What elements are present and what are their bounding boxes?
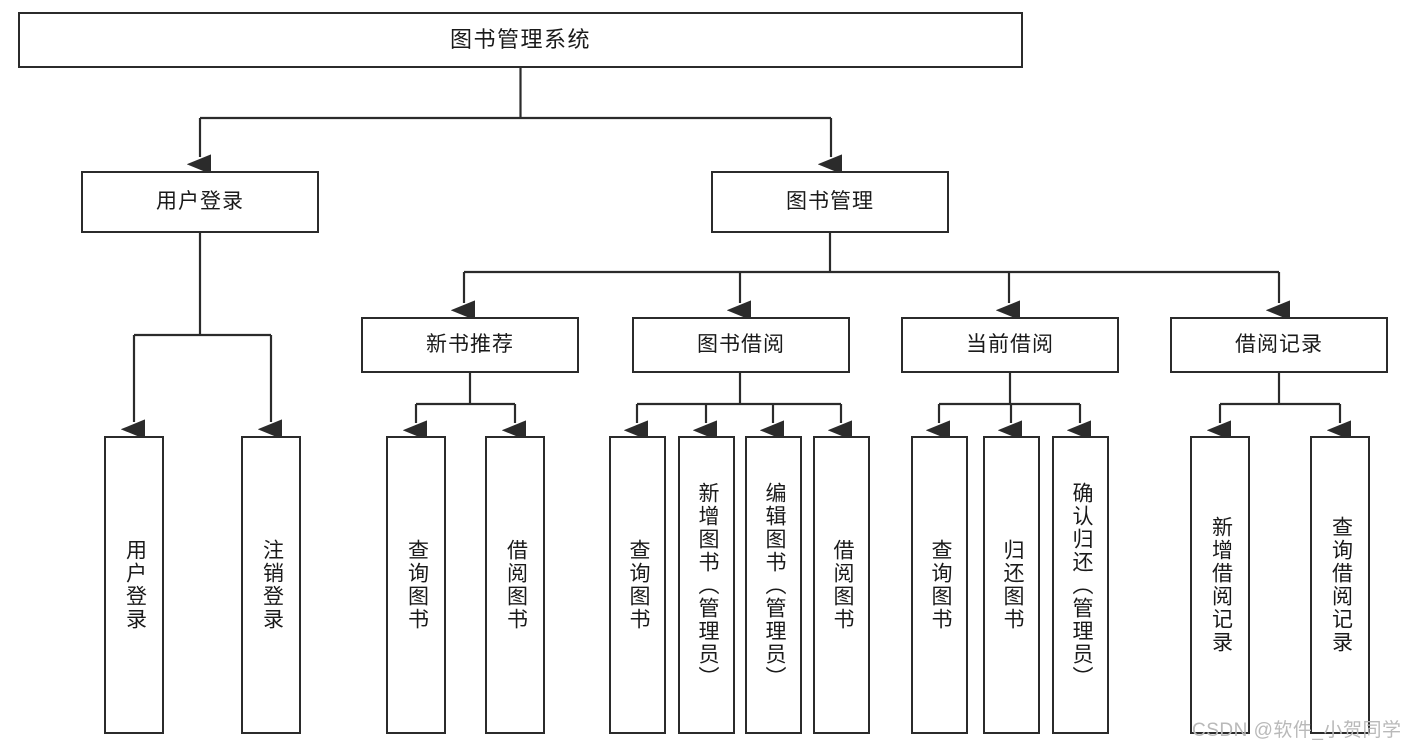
node-current-borrow-label: 当前借阅: [966, 333, 1054, 357]
node-leaf-confirm-return[interactable]: 确认归还（管理员）: [1052, 436, 1109, 734]
node-current-borrow[interactable]: 当前借阅: [901, 317, 1119, 373]
node-leaf-borrow-book-1[interactable]: 借阅图书: [485, 436, 545, 734]
node-leaf-edit-book[interactable]: 编辑图书（管理员）: [745, 436, 802, 734]
node-leaf-query-book-2[interactable]: 查询图书: [609, 436, 666, 734]
node-leaf-borrow-book-1-label: 借阅图书: [504, 539, 528, 631]
node-leaf-add-book[interactable]: 新增图书（管理员）: [678, 436, 735, 734]
node-leaf-return-book-label: 归还图书: [1000, 539, 1024, 631]
node-leaf-borrow-book-2-label: 借阅图书: [830, 539, 854, 631]
node-leaf-query-book-3[interactable]: 查询图书: [911, 436, 968, 734]
node-root-label: 图书管理系统: [449, 26, 591, 52]
node-leaf-add-book-label: 新增图书（管理员）: [695, 481, 719, 689]
node-leaf-user-logout-label: 注销登录: [260, 539, 284, 631]
node-leaf-query-record-label: 查询借阅记录: [1329, 516, 1353, 654]
node-leaf-query-book-3-label: 查询图书: [928, 539, 952, 631]
node-root[interactable]: 图书管理系统: [18, 12, 1023, 68]
node-leaf-query-book-1[interactable]: 查询图书: [386, 436, 446, 734]
node-leaf-add-record[interactable]: 新增借阅记录: [1190, 436, 1250, 734]
node-leaf-add-record-label: 新增借阅记录: [1209, 516, 1233, 654]
node-leaf-user-login[interactable]: 用户登录: [104, 436, 164, 734]
node-user-login[interactable]: 用户登录: [81, 171, 319, 233]
node-book-manage-label: 图书管理: [786, 190, 874, 214]
node-user-login-label: 用户登录: [156, 190, 244, 214]
node-borrow-record-label: 借阅记录: [1235, 333, 1323, 357]
node-leaf-borrow-book-2[interactable]: 借阅图书: [813, 436, 870, 734]
node-leaf-query-record[interactable]: 查询借阅记录: [1310, 436, 1370, 734]
node-leaf-user-logout[interactable]: 注销登录: [241, 436, 301, 734]
node-borrow-record[interactable]: 借阅记录: [1170, 317, 1388, 373]
node-new-book-rec[interactable]: 新书推荐: [361, 317, 579, 373]
node-book-borrow[interactable]: 图书借阅: [632, 317, 850, 373]
node-book-manage[interactable]: 图书管理: [711, 171, 949, 233]
node-new-book-rec-label: 新书推荐: [426, 333, 514, 357]
node-leaf-edit-book-label: 编辑图书（管理员）: [762, 481, 786, 689]
node-leaf-return-book[interactable]: 归还图书: [983, 436, 1040, 734]
node-leaf-confirm-return-label: 确认归还（管理员）: [1069, 481, 1093, 689]
node-leaf-query-book-1-label: 查询图书: [405, 539, 429, 631]
watermark-text: CSDN @软件_小贺同学: [1192, 720, 1402, 741]
node-book-borrow-label: 图书借阅: [697, 333, 785, 357]
node-leaf-query-book-2-label: 查询图书: [626, 539, 650, 631]
node-leaf-user-login-label: 用户登录: [123, 539, 147, 631]
